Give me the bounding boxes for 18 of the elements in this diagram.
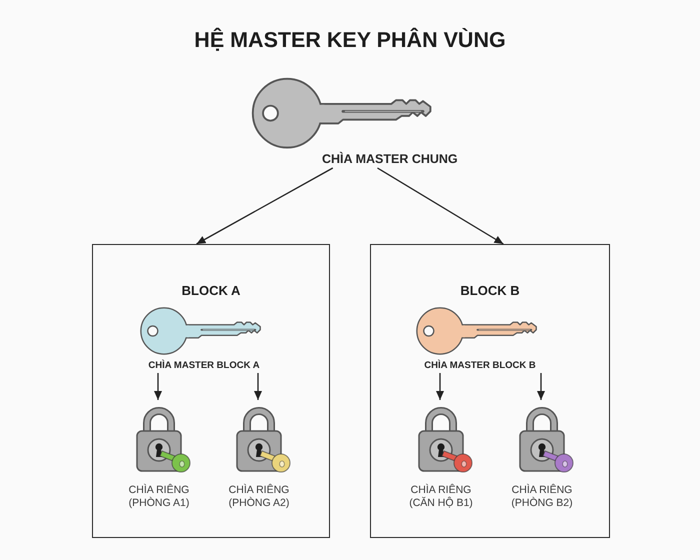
key-label: CHÌA MASTER BLOCK B bbox=[424, 360, 536, 372]
block-title: BLOCK B bbox=[460, 283, 520, 299]
key-label: CHÌA MASTER BLOCK A bbox=[148, 360, 260, 372]
diagram-title: HỆ MASTER KEY PHÂN VÙNG bbox=[194, 27, 506, 53]
block-title: BLOCK A bbox=[182, 283, 240, 299]
arrow bbox=[154, 373, 162, 400]
arrow bbox=[196, 167, 334, 245]
arrow bbox=[254, 373, 262, 400]
lock-label: CHÌA RIÊNG (PHÒNG A2) bbox=[228, 484, 290, 509]
arrow bbox=[537, 373, 545, 400]
lock-label: CHÌA RIÊNG (PHÒNG B2) bbox=[510, 484, 574, 509]
lock-label: CHÌA RIÊNG (CĂN HỘ B1) bbox=[408, 484, 474, 509]
block-panel bbox=[370, 244, 610, 538]
arrow bbox=[377, 167, 504, 245]
key-label: CHÌA MASTER CHUNG bbox=[322, 152, 458, 167]
block-panel bbox=[92, 244, 330, 538]
lock-label: CHÌA RIÊNG (PHÒNG A1) bbox=[128, 484, 190, 509]
arrow bbox=[436, 373, 444, 400]
